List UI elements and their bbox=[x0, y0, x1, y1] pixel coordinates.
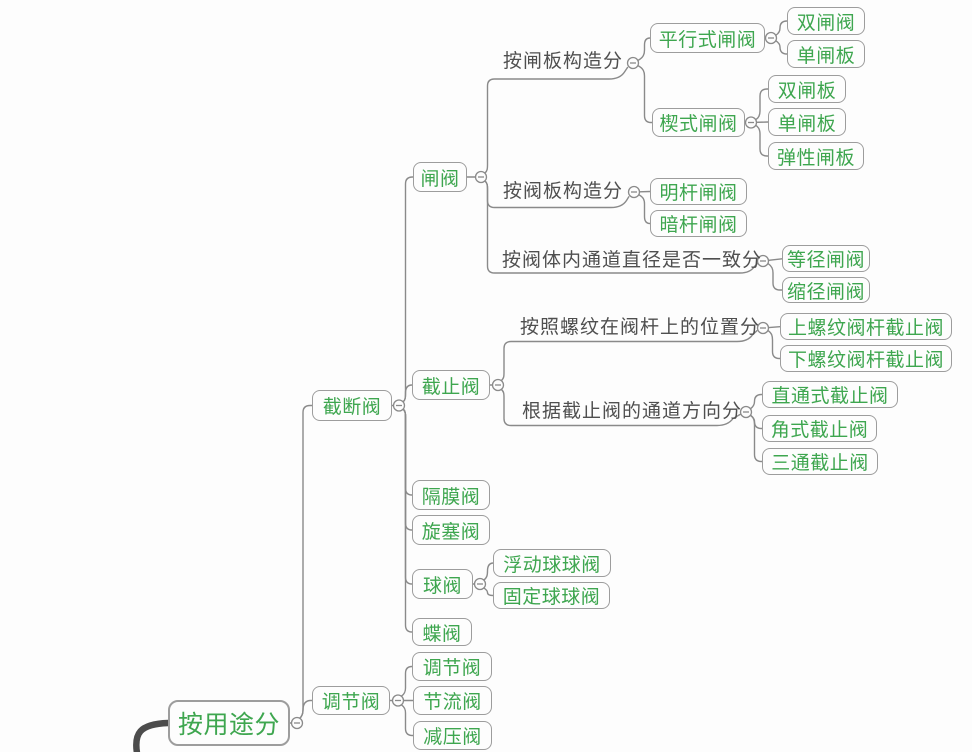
node-regulating-valve-group[interactable]: 调节阀 bbox=[312, 686, 390, 715]
category-by-valve-plate-structure[interactable]: 按阀板构造分 bbox=[503, 181, 624, 202]
collapse-toggle-icon[interactable] bbox=[290, 716, 304, 730]
collapse-toggle-icon[interactable] bbox=[392, 399, 406, 412]
collapse-toggle-icon[interactable] bbox=[626, 56, 640, 70]
node-fixed-ball-valve[interactable]: 固定球球阀 bbox=[493, 582, 610, 609]
node-diaphragm-valve[interactable]: 隔膜阀 bbox=[412, 480, 490, 510]
node-lower-thread-stem-globe-valve[interactable]: 下螺纹阀杆截止阀 bbox=[780, 345, 952, 372]
collapse-toggle-icon[interactable] bbox=[756, 321, 770, 335]
node-gate-valve[interactable]: 闸阀 bbox=[413, 162, 467, 192]
node-parallel-gate-valve[interactable]: 平行式闸阀 bbox=[650, 23, 765, 53]
node-regulating-valve[interactable]: 调节阀 bbox=[412, 652, 492, 681]
node-reduced-bore-gate-valve[interactable]: 缩径闸阀 bbox=[782, 277, 870, 303]
node-ball-valve[interactable]: 球阀 bbox=[412, 569, 473, 599]
node-floating-ball-valve[interactable]: 浮动球球阀 bbox=[493, 549, 611, 577]
category-by-bore-diameter[interactable]: 按阀体内通道直径是否一致分 bbox=[502, 250, 763, 271]
category-by-thread-position[interactable]: 按照螺纹在阀杆上的位置分 bbox=[520, 317, 761, 338]
node-throttle-valve[interactable]: 节流阀 bbox=[413, 686, 492, 715]
node-double-gate-plate[interactable]: 双闸板 bbox=[768, 75, 846, 103]
collapse-toggle-icon[interactable] bbox=[474, 170, 488, 184]
collapse-toggle-icon[interactable] bbox=[744, 116, 758, 129]
node-rising-stem-gate-valve[interactable]: 明杆闸阀 bbox=[650, 178, 747, 205]
node-elastic-gate-plate[interactable]: 弹性闸板 bbox=[768, 142, 864, 170]
collapse-toggle-icon[interactable] bbox=[627, 185, 641, 199]
node-plug-valve[interactable]: 旋塞阀 bbox=[412, 515, 490, 545]
node-double-gate-valve[interactable]: 双闸阀 bbox=[787, 7, 865, 35]
category-by-channel-direction[interactable]: 根据截止阀的通道方向分 bbox=[522, 401, 743, 422]
collapse-toggle-icon[interactable] bbox=[764, 31, 778, 45]
node-shutoff-valve[interactable]: 截断阀 bbox=[312, 390, 392, 421]
node-by-usage[interactable]: 按用途分 bbox=[168, 700, 290, 746]
node-pressure-reducing-valve[interactable]: 减压阀 bbox=[413, 721, 492, 750]
collapse-toggle-icon[interactable] bbox=[739, 405, 753, 419]
collapse-toggle-icon[interactable] bbox=[391, 694, 405, 707]
node-upper-thread-stem-globe-valve[interactable]: 上螺纹阀杆截止阀 bbox=[780, 313, 952, 340]
node-straight-through-globe-valve[interactable]: 直通式截止阀 bbox=[762, 381, 898, 408]
node-wedge-gate-valve[interactable]: 楔式闸阀 bbox=[652, 108, 745, 137]
node-three-way-globe-valve[interactable]: 三通截止阀 bbox=[762, 448, 878, 475]
collapse-toggle-icon[interactable] bbox=[473, 577, 487, 591]
node-angle-globe-valve[interactable]: 角式截止阀 bbox=[762, 415, 877, 442]
node-globe-valve[interactable]: 截止阀 bbox=[412, 370, 490, 400]
connector-lines bbox=[289, 20, 788, 737]
node-single-gate-plate[interactable]: 单闸板 bbox=[787, 40, 865, 68]
collapse-toggle-icon[interactable] bbox=[756, 254, 770, 268]
node-single-gate-plate[interactable]: 单闸板 bbox=[768, 108, 846, 136]
category-by-gate-plate-structure[interactable]: 按闸板构造分 bbox=[503, 51, 624, 72]
node-concealed-stem-gate-valve[interactable]: 暗杆闸阀 bbox=[650, 210, 747, 237]
root-branch-line bbox=[133, 719, 172, 752]
node-equal-bore-gate-valve[interactable]: 等径闸阀 bbox=[782, 245, 870, 272]
node-butterfly-valve[interactable]: 蝶阀 bbox=[412, 618, 472, 646]
collapse-toggle-icon[interactable] bbox=[491, 378, 505, 392]
